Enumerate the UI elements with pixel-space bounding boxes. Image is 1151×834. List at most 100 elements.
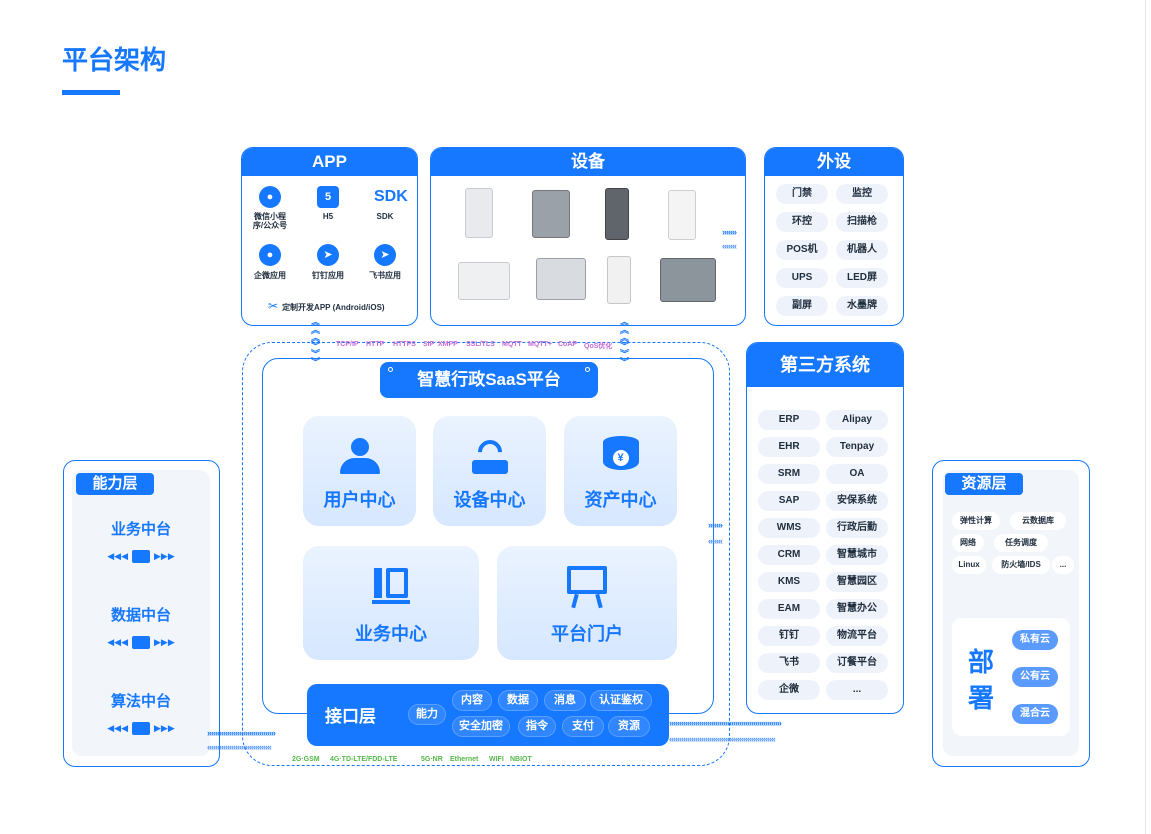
arrow-left-resource-api: ‹‹‹‹‹‹‹‹‹‹‹‹‹‹‹‹‹‹‹‹‹‹‹‹‹‹‹‹‹‹‹‹‹‹‹‹‹‹‹‹…: [669, 734, 776, 744]
resource-chip: 云数据库: [1010, 512, 1066, 530]
device-center: 设备中心: [433, 416, 546, 526]
monitor-chart-icon: [132, 636, 150, 649]
case-device-image: [536, 258, 586, 300]
protocol-label: SSL/TLS: [466, 341, 495, 348]
portal-board-icon: [565, 564, 609, 609]
monitor-hash-icon: [132, 722, 150, 735]
ability-layer-title: 能力层: [76, 473, 154, 495]
data-platform-link: ◀◀◀▶▶▶: [72, 636, 210, 649]
third-party-item: EHR: [758, 437, 820, 457]
business-platform-label: 业务中台: [110, 521, 171, 538]
business-center-label: 业务中心: [355, 624, 427, 644]
third-party-panel-title: 第三方系统: [747, 343, 903, 387]
user-icon: [339, 438, 380, 474]
app-item-wecom: ● 企微应用: [242, 244, 298, 281]
database-yuan-icon: ¥: [601, 436, 641, 474]
asset-center: ¥ 资产中心: [564, 416, 677, 526]
app-item-h5: 5 H5: [300, 186, 356, 221]
third-party-item: 行政后勤: [826, 518, 888, 538]
feishu-icon: ➤: [374, 244, 396, 266]
deploy-public-cloud: 公有云: [1012, 667, 1058, 687]
saas-platform-title: 智慧行政SaaS平台: [380, 362, 598, 398]
protocol-label: TCP/IP: [336, 341, 359, 348]
app-custom-label: 定制开发APP (Android/iOS): [282, 303, 385, 312]
peripheral-item: 监控: [836, 184, 888, 204]
api-chip: 安全加密: [452, 716, 510, 737]
arrow-left-peripherals-devices: ‹‹‹‹‹‹‹: [722, 241, 737, 251]
router-icon: [470, 435, 510, 474]
third-party-item: 智慧办公: [826, 599, 888, 619]
saas-dashed-frame: [242, 342, 730, 766]
api-chip: 消息: [544, 690, 586, 711]
locker-device-image: [465, 188, 493, 238]
deploy-private-cloud: 私有云: [1012, 630, 1058, 650]
badge-dot-left: [388, 367, 393, 372]
third-party-item: 订餐平台: [826, 653, 888, 673]
third-party-item: ERP: [758, 410, 820, 430]
data-platform-label: 数据中台: [110, 607, 171, 624]
cabinet-device-image: [532, 190, 570, 238]
wechat-icon: ●: [259, 186, 281, 208]
portal-center: 平台门户: [497, 546, 677, 660]
third-party-item: 飞书: [758, 653, 820, 673]
resource-layer-title: 资源层: [945, 473, 1023, 495]
api-chip: 能力: [408, 704, 446, 725]
app-panel: APP: [241, 147, 418, 326]
business-platform-link: ◀◀◀▶▶▶: [72, 550, 210, 563]
saas-platform-frame: [262, 358, 714, 714]
peripherals-panel-title: 外设: [765, 148, 903, 176]
device-center-label: 设备中心: [453, 490, 526, 510]
app-item-label: SDK: [376, 212, 394, 221]
title-underline: [62, 90, 120, 95]
resource-chip: Linux: [952, 556, 986, 574]
third-party-item: 安保系统: [826, 491, 888, 511]
saas-title-text: 智慧行政SaaS平台: [417, 370, 561, 389]
arrow-right-api-resource: ››››››››››››››››››››››››››››››››››››››››…: [669, 718, 782, 728]
arrow-left-api-ability: ‹‹‹‹‹‹‹‹‹‹‹‹‹‹‹‹‹‹‹‹‹‹‹‹‹‹‹‹‹‹‹‹: [207, 742, 272, 752]
app-custom: ✂定制开发APP (Android/iOS): [268, 299, 385, 313]
third-party-item: 钉钉: [758, 626, 820, 646]
protocol-label: SIP: [423, 341, 435, 348]
arrow-vertical-app-saas: ︽︽︽︾︾︾: [310, 317, 320, 367]
third-party-item: KMS: [758, 572, 820, 592]
peripheral-item: 扫描枪: [836, 212, 888, 232]
resource-chip: ...: [1052, 556, 1074, 574]
network-label: WIFI: [489, 756, 504, 763]
dingtalk-icon: ➤: [317, 244, 339, 266]
user-center-label: 用户中心: [323, 490, 396, 510]
app-item-label: 微信小程序/公众号: [252, 212, 288, 230]
deploy-char-1: 部: [967, 647, 994, 677]
protocol-label: QoS优化: [584, 343, 613, 350]
peripheral-item: 机器人: [836, 240, 888, 260]
monitor-icon: [132, 550, 150, 563]
api-layer-title: 接口层: [325, 707, 376, 726]
page-title: 平台架构: [62, 45, 167, 75]
third-party-item: Alipay: [826, 410, 888, 430]
app-item-sdk: SDK SDK: [357, 186, 413, 221]
api-chip: 支付: [562, 716, 604, 737]
peripheral-item: 副屏: [776, 296, 828, 316]
arrow-left-thirdparty-saas: ‹‹‹‹‹‹‹: [708, 536, 723, 546]
protocol-label: HTTPS: [393, 341, 416, 348]
api-chip: 指令: [518, 716, 556, 737]
arrow-right-ability-api: ››››››››››››››››››››››››››››››››››: [207, 728, 276, 738]
wecom-icon: ●: [259, 244, 281, 266]
peripheral-item: 门禁: [776, 184, 828, 204]
network-label: 2G·GSM: [292, 756, 320, 763]
app-item-label: H5: [322, 212, 334, 221]
algorithm-platform-link: ◀◀◀▶▶▶: [72, 722, 210, 735]
third-party-item: CRM: [758, 545, 820, 565]
third-party-item: 物流平台: [826, 626, 888, 646]
resource-chip: 防火墙/IDS: [992, 556, 1050, 574]
peripheral-item: LED屏: [836, 268, 888, 288]
resource-chip: 网络: [952, 534, 984, 552]
large-locker-device-image: [660, 258, 716, 302]
deploy-char-2: 署: [967, 683, 994, 713]
api-chip: 资源: [608, 716, 650, 737]
tall-cabinet-device-image: [605, 188, 629, 240]
third-party-item: 智慧园区: [826, 572, 888, 592]
peripheral-item: 水墨牌: [836, 296, 888, 316]
app-item-wechat: ● 微信小程序/公众号: [242, 186, 298, 230]
portal-center-label: 平台门户: [551, 624, 623, 644]
